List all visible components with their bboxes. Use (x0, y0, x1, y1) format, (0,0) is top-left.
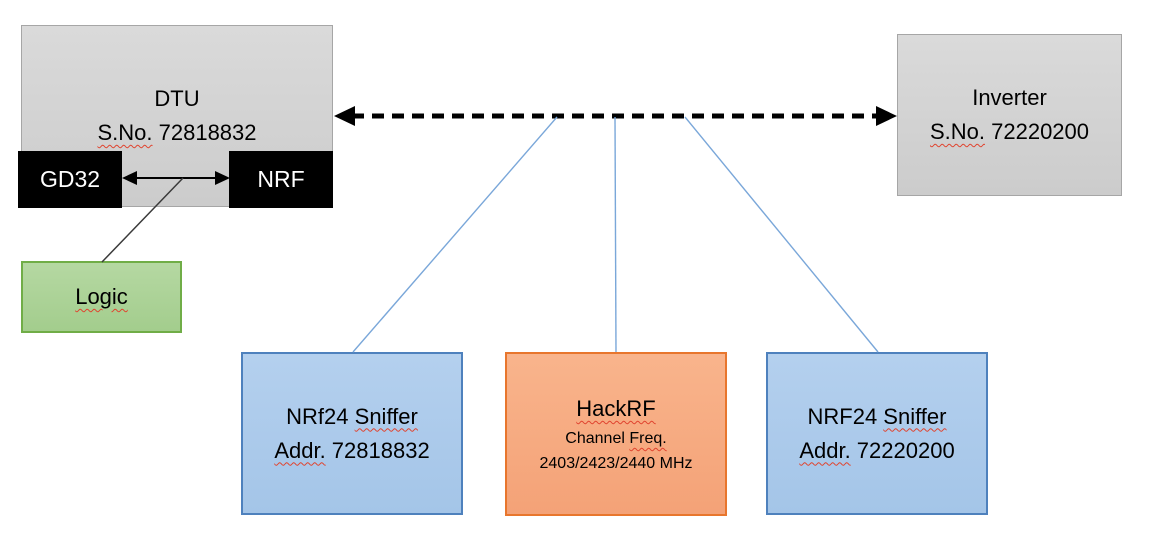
gd32-box: GD32 (18, 151, 122, 208)
sniffer-right-name-word: Sniffer (883, 403, 947, 429)
hackrf-channel-prefix: Channel (565, 430, 630, 447)
sniffer-left-name: NRf24 Sniffer (286, 400, 418, 434)
hackrf-channel-word: Freq. (629, 430, 667, 447)
dtu-serial-label: S.No. (97, 120, 153, 145)
arrowhead-left-icon (334, 106, 355, 126)
dtu-serial: S.No. 72818832 (97, 116, 256, 150)
inverter-box: Inverter S.No. 72220200 (897, 34, 1122, 196)
logic-box: Logic (21, 261, 182, 333)
nrf-box: NRF (229, 151, 333, 208)
hackrf-title: HackRF (576, 392, 655, 426)
sniffer-right-addr: Addr. 72220200 (799, 434, 954, 468)
hackrf-title-text: HackRF (576, 396, 656, 421)
dtu-inverter-dashed-arrow (334, 106, 897, 126)
inverter-serial-number: 72220200 (985, 119, 1090, 144)
gd32-label: GD32 (39, 166, 101, 192)
sniffer-right-addr-label: Addr. (799, 437, 851, 463)
sniffer-left-addr-label: Addr. (274, 437, 326, 463)
sniffer-left-name-word: Sniffer (354, 403, 418, 429)
logic-label: Logic (75, 280, 128, 314)
inverter-serial-label: S.No. (929, 119, 986, 144)
nrf-label: NRF (257, 166, 305, 192)
hackrf-box: HackRF Channel Freq. 2403/2423/2440 MHz (505, 352, 727, 516)
hackrf-frequencies: 2403/2423/2440 MHz (539, 455, 693, 472)
tap-line-hackrf (614, 116, 617, 353)
inverter-title: Inverter (972, 85, 1047, 110)
sniffer-right-box: NRF24 Sniffer Addr. 72220200 (766, 352, 988, 515)
inverter-serial: S.No. 72220200 (930, 115, 1089, 149)
dtu-serial-number: 72818832 (152, 120, 257, 145)
arrowhead-right-icon (876, 106, 897, 126)
sniffer-left-box: NRf24 Sniffer Addr. 72818832 (241, 352, 463, 515)
sniffer-right-name-prefix: NRF24 (807, 403, 884, 429)
tap-line-sniffer-right (684, 116, 879, 353)
sniffer-left-addr: Addr. 72818832 (274, 434, 429, 468)
sniffer-left-name-prefix: NRf24 (286, 403, 355, 429)
tap-line-sniffer-left (352, 116, 558, 353)
logic-label-text: Logic (75, 284, 128, 309)
dtu-title: DTU (154, 86, 200, 111)
sniffer-right-addr-number: 72220200 (850, 437, 955, 463)
hackrf-channel-line: Channel Freq. (565, 426, 666, 451)
sniffer-left-addr-number: 72818832 (325, 437, 430, 463)
sniffer-right-name: NRF24 Sniffer (808, 400, 947, 434)
